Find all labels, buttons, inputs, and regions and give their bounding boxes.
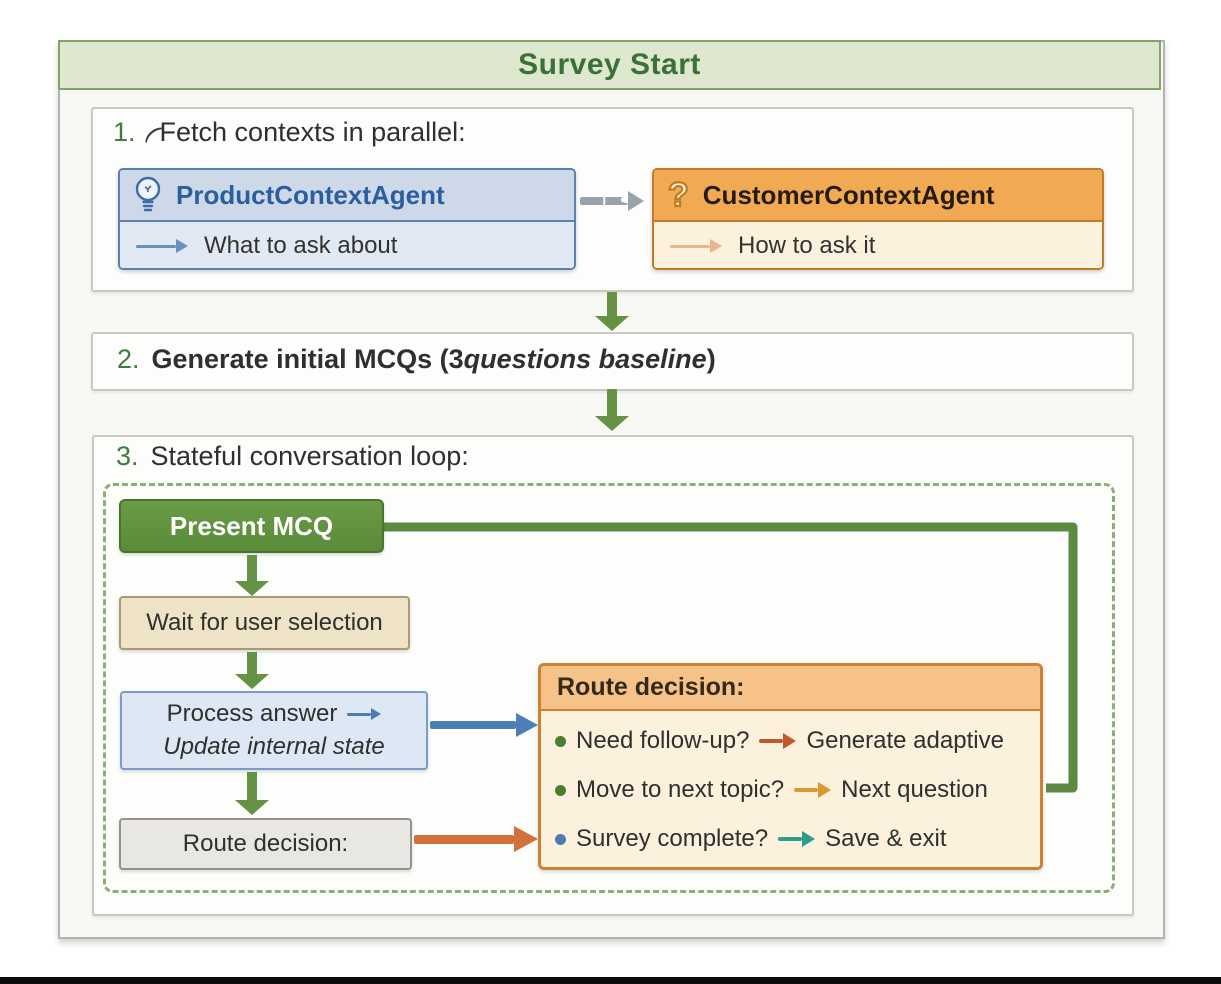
product-context-agent-box: ProductContextAgent What to ask about [118, 168, 576, 270]
route-option-next-topic: Move to next topic? Next question [555, 773, 1026, 807]
bullet-icon [555, 833, 566, 845]
right-arrow-icon [759, 733, 797, 749]
right-arrow-icon [347, 708, 382, 721]
step2-label: 2. Generate initial MCQs (3 questions ba… [117, 344, 716, 375]
right-arrow-icon [670, 239, 722, 253]
route-decision-node: Route decision: [119, 818, 412, 870]
right-arrow-icon [778, 831, 816, 847]
down-arrow-icon [235, 555, 269, 596]
parallel-dashed-connector [580, 191, 644, 211]
down-arrow-icon [235, 652, 269, 689]
route-to-panel-arrow [414, 826, 538, 852]
present-mcq-label: Present MCQ [169, 510, 334, 541]
product-agent-body: What to ask about [120, 222, 574, 268]
route-panel-body: Need follow-up? Generate adaptive Move t… [541, 711, 1040, 867]
step2-label-prefix: Generate initial MCQs (3 [151, 344, 464, 374]
product-agent-header: ProductContextAgent [120, 170, 574, 222]
route-decision-panel: Route decision: Need follow-up? Generate… [538, 663, 1043, 870]
step1-label: 1. ( Fetch contexts in parallel: [113, 117, 466, 148]
wait-label: Wait for user selection [146, 609, 383, 636]
step3-label-text: Stateful conversation loop: [150, 441, 469, 471]
step1-label-text: Fetch contexts in parallel: [159, 117, 466, 147]
product-agent-title: ProductContextAgent [176, 179, 445, 210]
product-agent-subtitle: What to ask about [204, 232, 398, 259]
wait-for-selection-node: Wait for user selection [119, 596, 410, 650]
customer-context-agent-box: ? CustomerContextAgent How to ask it [652, 168, 1104, 270]
step3-label: 3. Stateful conversation loop: [116, 441, 469, 472]
process-line1: Process answer [167, 698, 382, 730]
route-box-label: Route decision: [182, 830, 349, 857]
diagram-title: Survey Start [518, 48, 701, 81]
process-to-panel-arrow [430, 713, 538, 737]
customer-agent-body: How to ask it [654, 222, 1102, 268]
down-arrow-icon [235, 772, 269, 815]
route-panel-header: Route decision: [541, 666, 1040, 711]
process-line2: Update internal state [163, 732, 385, 760]
step2-section [91, 332, 1134, 391]
bullet-icon [555, 784, 566, 796]
step2-label-suffix: ) [706, 344, 716, 374]
customer-agent-header: ? CustomerContextAgent [654, 170, 1102, 222]
down-arrow-icon [595, 389, 629, 431]
route-option-complete: Survey complete? Save & exit [555, 822, 1026, 856]
right-arrow-icon [794, 782, 832, 798]
step2-label-italic: questions baseline [463, 344, 707, 374]
question-mark-icon: ? [667, 176, 690, 214]
step1-number: 1. [113, 117, 136, 147]
customer-agent-title: CustomerContextAgent [702, 179, 995, 210]
conversation-loop-boundary [103, 483, 1115, 893]
lightbulb-icon [134, 175, 162, 215]
step3-number: 3. [116, 441, 139, 471]
step2-number: 2. [117, 344, 140, 374]
route-option-follow-up: Need follow-up? Generate adaptive [555, 724, 1026, 758]
header-band: Survey Start [58, 40, 1161, 90]
down-arrow-icon [595, 292, 629, 331]
customer-agent-subtitle: How to ask it [738, 232, 876, 259]
bullet-icon [555, 735, 566, 747]
process-answer-node: Process answer Update internal state [120, 691, 428, 770]
bottom-divider-bar [0, 977, 1221, 984]
present-mcq-node: Present MCQ [119, 499, 384, 553]
right-arrow-icon [136, 239, 188, 253]
